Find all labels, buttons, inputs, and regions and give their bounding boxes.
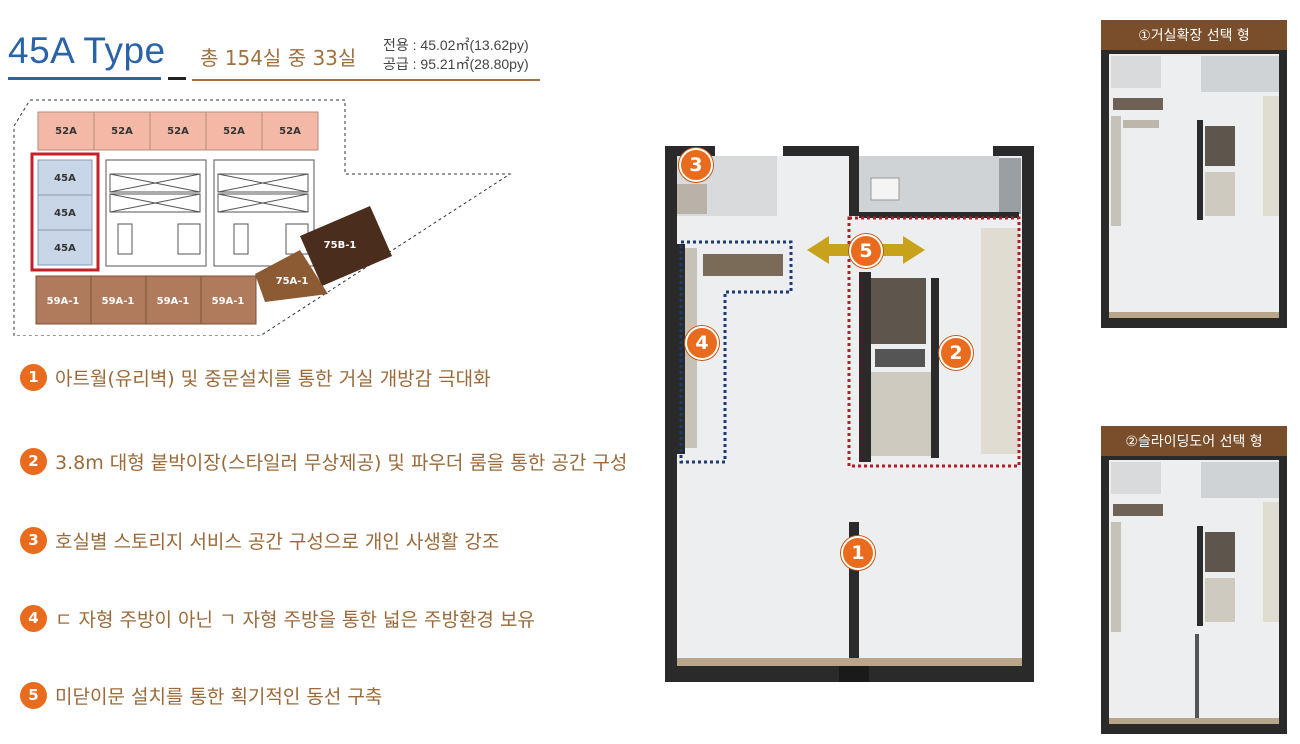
unit-52a-3: 52A xyxy=(167,126,189,137)
unit-45a-3: 45A xyxy=(54,243,76,254)
supply-area: 공급 : 95.21㎡(28.80py) xyxy=(383,56,529,72)
feature-item-5: 5 미닫이문 설치를 통한 획기적인 동선 구축 xyxy=(20,680,382,710)
unit-75a-block xyxy=(255,250,328,302)
unit-52a-4: 52A xyxy=(223,126,245,137)
feature-text: 아트월(유리벽) 및 중문설치를 통한 거실 개방감 극대화 xyxy=(55,367,491,390)
main-floor-plan: 3 4 5 2 1 xyxy=(663,144,1036,684)
feature-text: 3.8m 대형 붙박이장(스타일러 무상제공) 및 파우더 룸을 통한 공간 구… xyxy=(55,451,628,474)
core-area xyxy=(105,159,315,267)
feature-number-badge: 1 xyxy=(20,363,47,391)
column-45a: 45A 45A 45A xyxy=(30,152,100,272)
feature-number-badge: 5 xyxy=(20,681,47,709)
plan-marker-3: 3 xyxy=(679,148,713,182)
area-info: 전용 : 45.02㎡(13.62py) 공급 : 95.21㎡(28.80py… xyxy=(383,36,529,74)
feature-item-3: 3 호실별 스토리지 서비스 공간 구성으로 개인 사생활 강조 xyxy=(20,525,499,555)
unit-59a-1: 59A-1 xyxy=(47,296,80,307)
option-2-title: ②슬라이딩도어 선택 형 xyxy=(1101,426,1287,456)
feature-number-badge: 2 xyxy=(20,447,47,475)
unit-45a-1: 45A xyxy=(54,173,76,184)
option-1-title: ①거실확장 선택 형 xyxy=(1101,20,1287,50)
unit-59a-2: 59A-1 xyxy=(102,296,135,307)
feature-item-1: 1 아트월(유리벽) 및 중문설치를 통한 거실 개방감 극대화 xyxy=(20,362,491,392)
unit-75b-block xyxy=(300,206,392,286)
title-underline xyxy=(8,77,161,80)
feature-item-2: 2 3.8m 대형 붙박이장(스타일러 무상제공) 및 파우더 룸을 통한 공간… xyxy=(20,446,627,476)
feature-text: ㄷ 자형 주방이 아닌 ㄱ 자형 주방을 통한 넓은 주방환경 보유 xyxy=(55,608,535,631)
feature-number-badge: 3 xyxy=(20,526,47,554)
floor-plan-drawing xyxy=(665,146,1034,682)
title-underline-accent xyxy=(168,77,186,80)
header-rule xyxy=(192,79,540,81)
feature-text: 호실별 스토리지 서비스 공간 구성으로 개인 사생활 강조 xyxy=(55,530,500,553)
type-title: 45A Type xyxy=(8,30,166,71)
row-59a: 59A-1 59A-1 59A-1 59A-1 xyxy=(35,275,257,325)
plan-marker-1: 1 xyxy=(841,536,875,570)
unit-52a-5: 52A xyxy=(279,126,301,137)
site-plan: 52A 52A 52A 52A 52A 45A 45A 45A 75B-1 75… xyxy=(13,99,512,336)
exclusive-area: 전용 : 45.02㎡(13.62py) xyxy=(383,37,529,53)
option-2-floor-plan xyxy=(1101,456,1287,734)
units-count: 총 154실 중 33실 xyxy=(200,46,357,70)
unit-59a-3: 59A-1 xyxy=(157,296,190,307)
row-52a: 52A 52A 52A 52A 52A xyxy=(37,111,319,151)
unit-75a: 75A-1 xyxy=(276,276,309,287)
plan-marker-5: 5 xyxy=(849,234,883,268)
feature-number-badge: 4 xyxy=(20,604,47,632)
unit-59a-4: 59A-1 xyxy=(212,296,245,307)
plan-marker-2: 2 xyxy=(939,336,973,370)
unit-75b: 75B-1 xyxy=(324,240,357,251)
feature-text: 미닫이문 설치를 통한 획기적인 동선 구축 xyxy=(55,685,383,708)
unit-52a-1: 52A xyxy=(55,126,77,137)
feature-item-4: 4 ㄷ 자형 주방이 아닌 ㄱ 자형 주방을 통한 넓은 주방환경 보유 xyxy=(20,603,535,633)
unit-45a-2: 45A xyxy=(54,208,76,219)
unit-52a-2: 52A xyxy=(111,126,133,137)
option-1-floor-plan xyxy=(1101,50,1287,328)
plan-marker-4: 4 xyxy=(685,326,719,360)
